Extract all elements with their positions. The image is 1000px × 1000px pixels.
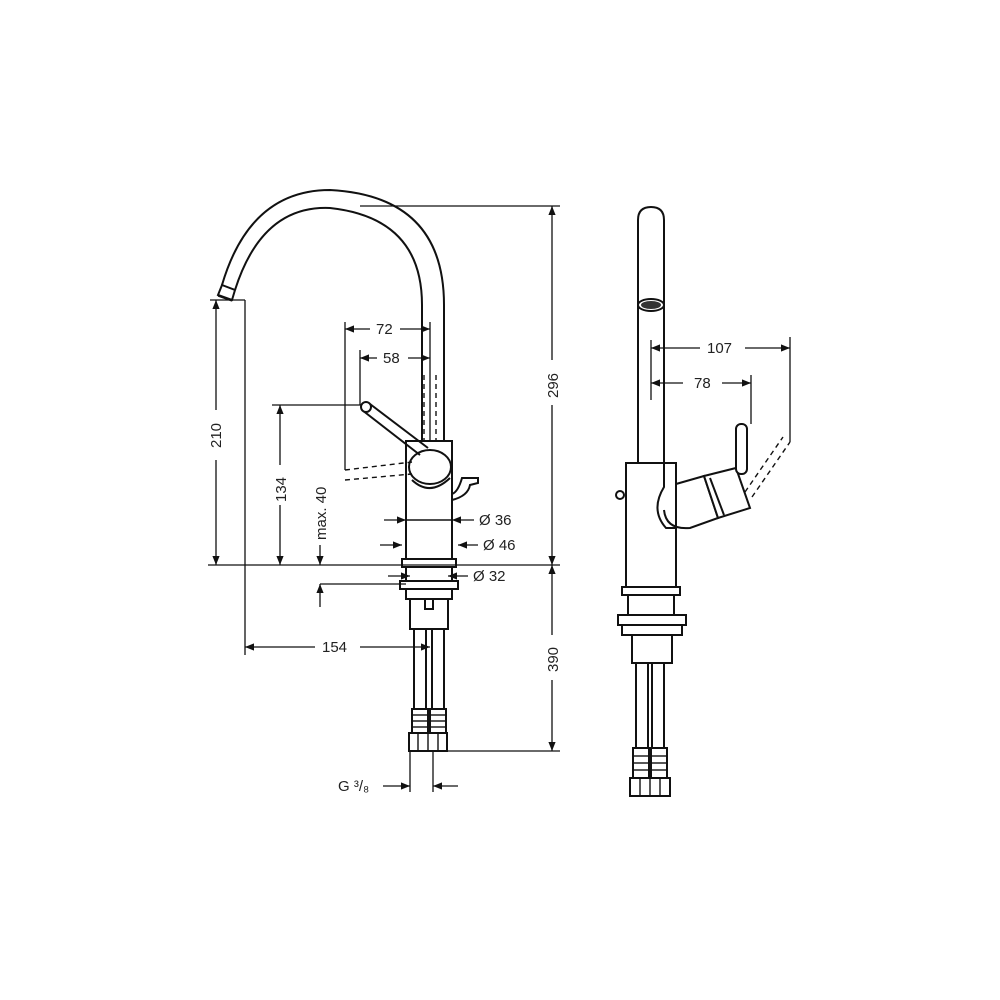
dim-lever-reach-open-label: 107 xyxy=(707,340,732,357)
dim-lever-reach-open: 107 xyxy=(651,340,790,357)
extension-lines xyxy=(210,205,560,792)
dim-diameter-32-label: Ø 32 xyxy=(473,568,506,585)
dim-spout-projection-label: 154 xyxy=(322,639,347,656)
dim-total-height: 296 xyxy=(545,206,562,565)
dim-hose-length: 390 xyxy=(545,565,562,751)
dim-max-deck: max. 40 xyxy=(313,487,330,607)
side-view: 107 78 xyxy=(615,205,791,797)
dim-handle-offset-label: 58 xyxy=(383,350,400,367)
dim-diameter-36-label: Ø 36 xyxy=(479,512,512,529)
dim-total-height-label: 296 xyxy=(545,373,562,398)
drain-knob xyxy=(451,477,479,501)
dim-hose-length-label: 390 xyxy=(545,647,562,672)
dim-diameter-36: Ø 36 xyxy=(384,512,512,529)
dim-diameter-46-label: Ø 46 xyxy=(483,537,516,554)
supply-hoses xyxy=(408,628,448,752)
side-spout xyxy=(637,205,665,463)
side-supply-hoses xyxy=(629,662,671,797)
dim-spout-projection: 154 xyxy=(245,639,430,656)
dim-spout-height-label: 210 xyxy=(208,423,225,448)
dim-spout-reach-label: 72 xyxy=(376,321,393,338)
dim-handle-offset: 58 xyxy=(360,350,430,367)
side-lever xyxy=(735,423,791,498)
dim-max-deck-label: max. 40 xyxy=(313,487,330,540)
dim-spout-height: 210 xyxy=(208,300,225,565)
side-lever-housing xyxy=(702,466,752,520)
faucet-body xyxy=(405,440,453,560)
dim-connection-thread-label: G ³/₈ xyxy=(338,778,369,795)
spout-swivel-dashed xyxy=(423,375,437,441)
dim-handle-height-label: 134 xyxy=(273,477,290,502)
dim-spout-reach: 72 xyxy=(345,321,430,338)
dim-lever-reach-label: 78 xyxy=(694,375,711,392)
base-flange xyxy=(399,558,459,630)
lever xyxy=(344,401,429,481)
dim-diameter-46: Ø 46 xyxy=(380,537,516,554)
dim-lever-reach: 78 xyxy=(651,375,751,392)
side-body xyxy=(615,462,720,588)
side-base-flange xyxy=(617,586,687,664)
spout xyxy=(216,188,445,441)
dim-handle-height: 134 xyxy=(273,405,290,565)
front-view: 72 58 210 134 max. 40 xyxy=(208,188,562,795)
dim-connection-thread: G ³/₈ xyxy=(338,778,458,795)
dim-diameter-32: Ø 32 xyxy=(388,568,506,585)
